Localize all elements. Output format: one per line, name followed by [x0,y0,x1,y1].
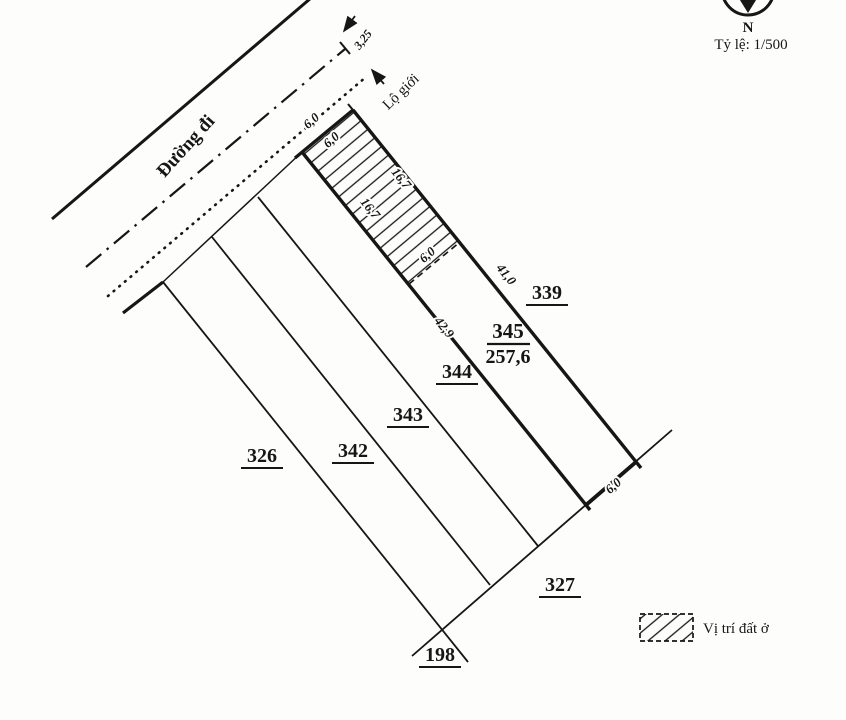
road-name-label: Đường đi [153,111,220,182]
compass-needle-icon [739,0,757,13]
dim-rear-width: 6,0 [602,474,624,496]
parcel-344-label: 344 [442,361,472,383]
offset-dimension-arrow-lower [370,68,387,86]
road-boundary-dotted-line [106,75,368,298]
north-label: N [743,20,754,36]
centerline-offset-dimension: 3,25 [350,27,375,53]
front-boundary-thick-segment [122,280,164,315]
parcel-345-label: 345 [492,319,524,343]
legend: Vị trí đất ở [639,613,770,642]
title-block: N Tỷ lệ: 1/500 [714,0,788,53]
residential-strip-bottom-dashed-edge [408,241,461,285]
boundary-326-342 [162,281,469,663]
parcel-labels: 326 342 343 344 345 257,6 339 327 198 [241,282,581,668]
dim-side-right-length: 41,0 [493,260,520,288]
front-boundary-line [162,151,303,283]
scale-label: Tỷ lệ: 1/500 [714,37,787,53]
parcel-198-label: 198 [425,644,455,666]
dim-front-width-outer: 6,0 [300,109,322,131]
parcel-339-label: 339 [532,282,562,304]
parcel-345-rear-edge [584,460,638,507]
road-centerline [85,48,346,268]
parcel-345-area-label: 257,6 [486,346,531,368]
residential-strip-group [302,110,461,285]
boundary-342-343 [211,236,491,586]
road-boundary-label: Lộ giới [380,71,423,113]
parcel-326-label: 326 [247,445,277,467]
legend-residential-label: Vị trí đất ở [703,621,770,637]
parcel-327-label: 327 [545,574,575,596]
boundary-343-344 [257,196,539,547]
parcel-boundaries [122,103,673,663]
residential-hatch-area [302,110,460,284]
centerline-end-tick [339,41,351,55]
parcel-343-label: 343 [393,404,423,426]
offset-dimension-arrow-upper [342,15,358,33]
boundary-344-345 [300,150,592,512]
legend-residential-swatch [639,613,694,642]
road-edge-line [51,0,311,221]
parcel-342-label: 342 [338,440,368,462]
north-compass-icon [722,0,774,17]
